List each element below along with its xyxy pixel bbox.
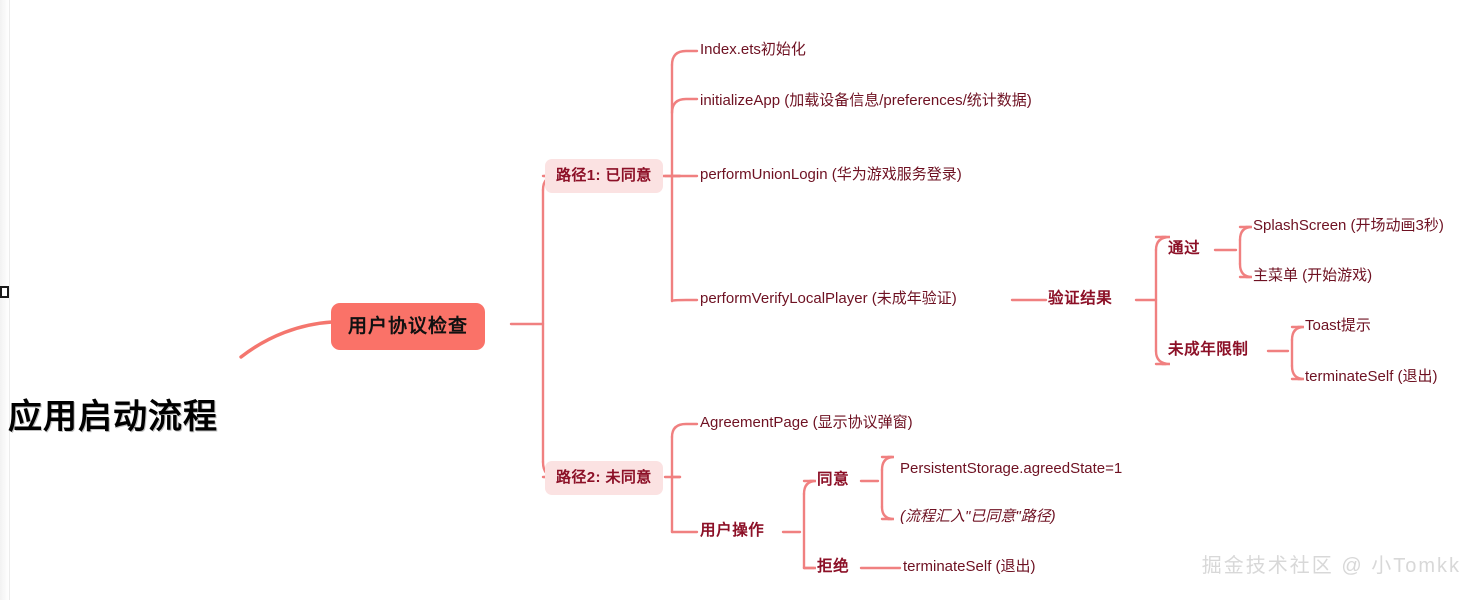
branch-node-path1[interactable]: 路径1: 已同意 [545,159,663,193]
leaf-node-merge-note[interactable]: (流程汇入"已同意"路径) [900,508,1056,525]
page-title: 应用启动流程 [8,398,218,436]
leaf-node-terminate-self-minor[interactable]: terminateSelf (退出) [1305,368,1438,385]
branch-node-user-action[interactable]: 用户操作 [700,522,765,539]
root-node[interactable]: 用户协议检查 [331,303,486,351]
leaf-node-initialize-app[interactable]: initializeApp (加载设备信息/preferences/统计数据) [700,92,1032,109]
branch-node-agree[interactable]: 同意 [817,471,850,488]
branch-node-path2[interactable]: 路径2: 未同意 [545,461,663,495]
leaf-node-splash-screen[interactable]: SplashScreen (开场动画3秒) [1253,217,1444,234]
watermark: 掘金技术社区 @ 小Tomkk [1201,555,1461,577]
branch-node-reject[interactable]: 拒绝 [817,558,850,575]
leaf-node-toast[interactable]: Toast提示 [1305,317,1371,334]
clipped-node-artifact [0,286,9,298]
branch-node-pass[interactable]: 通过 [1168,240,1201,257]
page-gutter [0,0,10,600]
leaf-node-index-init[interactable]: Index.ets初始化 [700,41,806,58]
leaf-node-terminate-self-reject[interactable]: terminateSelf (退出) [903,558,1036,575]
branch-node-minor-limit[interactable]: 未成年限制 [1168,341,1249,358]
branch-node-verify-result[interactable]: 验证结果 [1048,290,1113,307]
leaf-node-union-login[interactable]: performUnionLogin (华为游戏服务登录) [700,166,962,183]
leaf-node-main-menu[interactable]: 主菜单 (开始游戏) [1253,267,1373,284]
leaf-node-persistent-storage[interactable]: PersistentStorage.agreedState=1 [900,460,1123,477]
leaf-node-verify-local-player[interactable]: performVerifyLocalPlayer (未成年验证) [700,290,957,307]
leaf-node-agreement-page[interactable]: AgreementPage (显示协议弹窗) [700,414,913,431]
